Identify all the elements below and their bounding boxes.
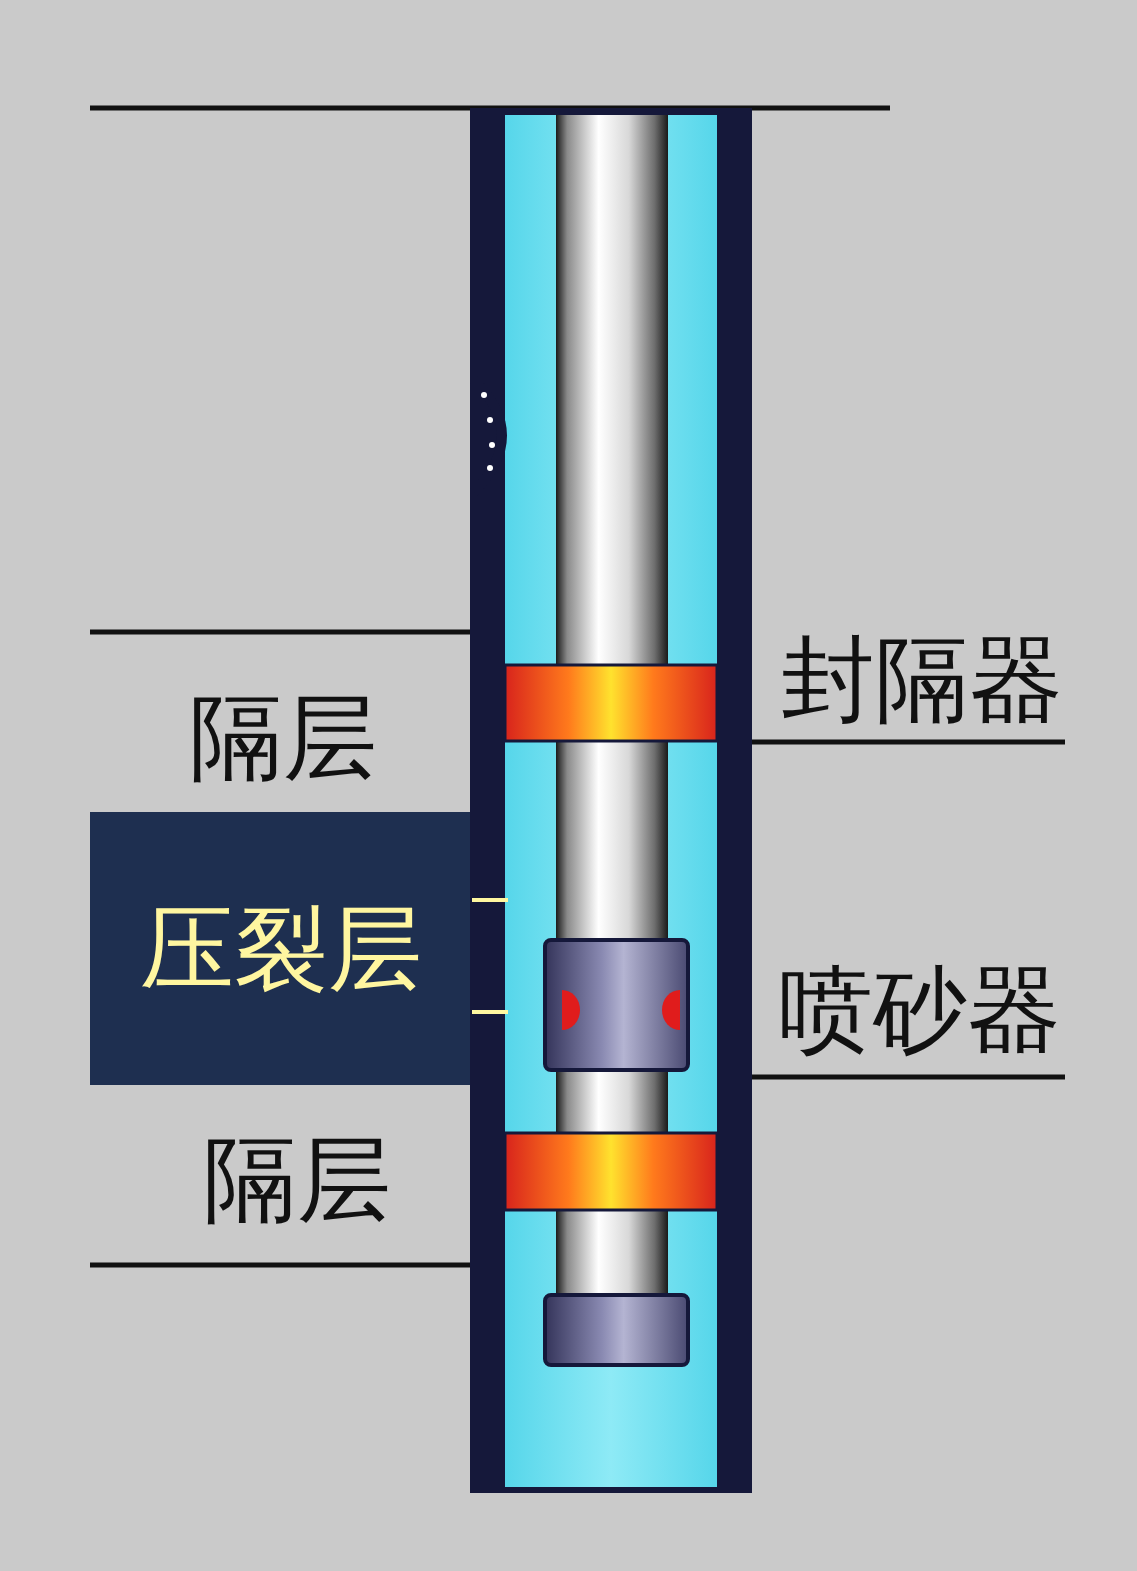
layer-band: 压裂层 <box>90 812 472 1085</box>
sand-blaster <box>545 940 688 1070</box>
annulus <box>505 115 717 1487</box>
bottom-plug <box>545 1295 688 1365</box>
perforation-tunnel <box>472 900 508 1012</box>
perforation-dots <box>481 392 495 471</box>
lower-packer <box>505 1133 717 1210</box>
part-name: 封隔器 <box>781 628 1063 731</box>
casing <box>470 108 752 1493</box>
layer-name: 压裂层 <box>140 897 422 1000</box>
frac-layer-band <box>90 812 472 1085</box>
jet-port <box>562 990 580 1030</box>
layer-name: 隔层 <box>189 686 377 789</box>
layer-name: 隔层 <box>203 1128 391 1231</box>
jet-port <box>662 990 680 1030</box>
part-name: 喷砂器 <box>779 958 1061 1061</box>
upper-packer <box>505 665 717 741</box>
perforation-mark <box>474 380 502 492</box>
